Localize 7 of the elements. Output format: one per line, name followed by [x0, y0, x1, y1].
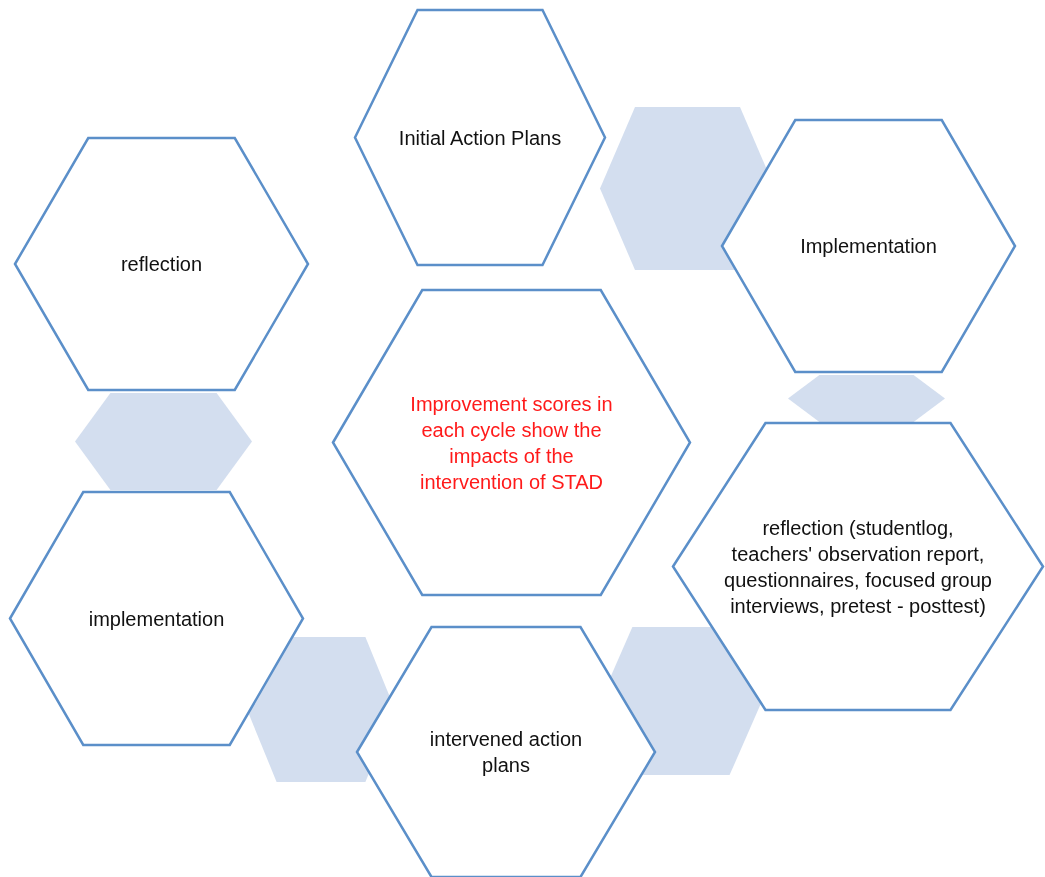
node-text: reflection [119, 252, 204, 277]
node-text: implementation [87, 606, 226, 632]
node-text: Initial Action Plans [397, 125, 563, 151]
node-text: reflection (studentlog, teachers' observation report, questionnaires, focused group interviews, pretest - posttest) [723, 515, 993, 619]
node-text: Implementation [799, 234, 938, 259]
node-text: Improvement scores in each cycle show the impacts of the intervention of STAD [409, 391, 614, 495]
node-text: intervened action plans [428, 727, 584, 778]
